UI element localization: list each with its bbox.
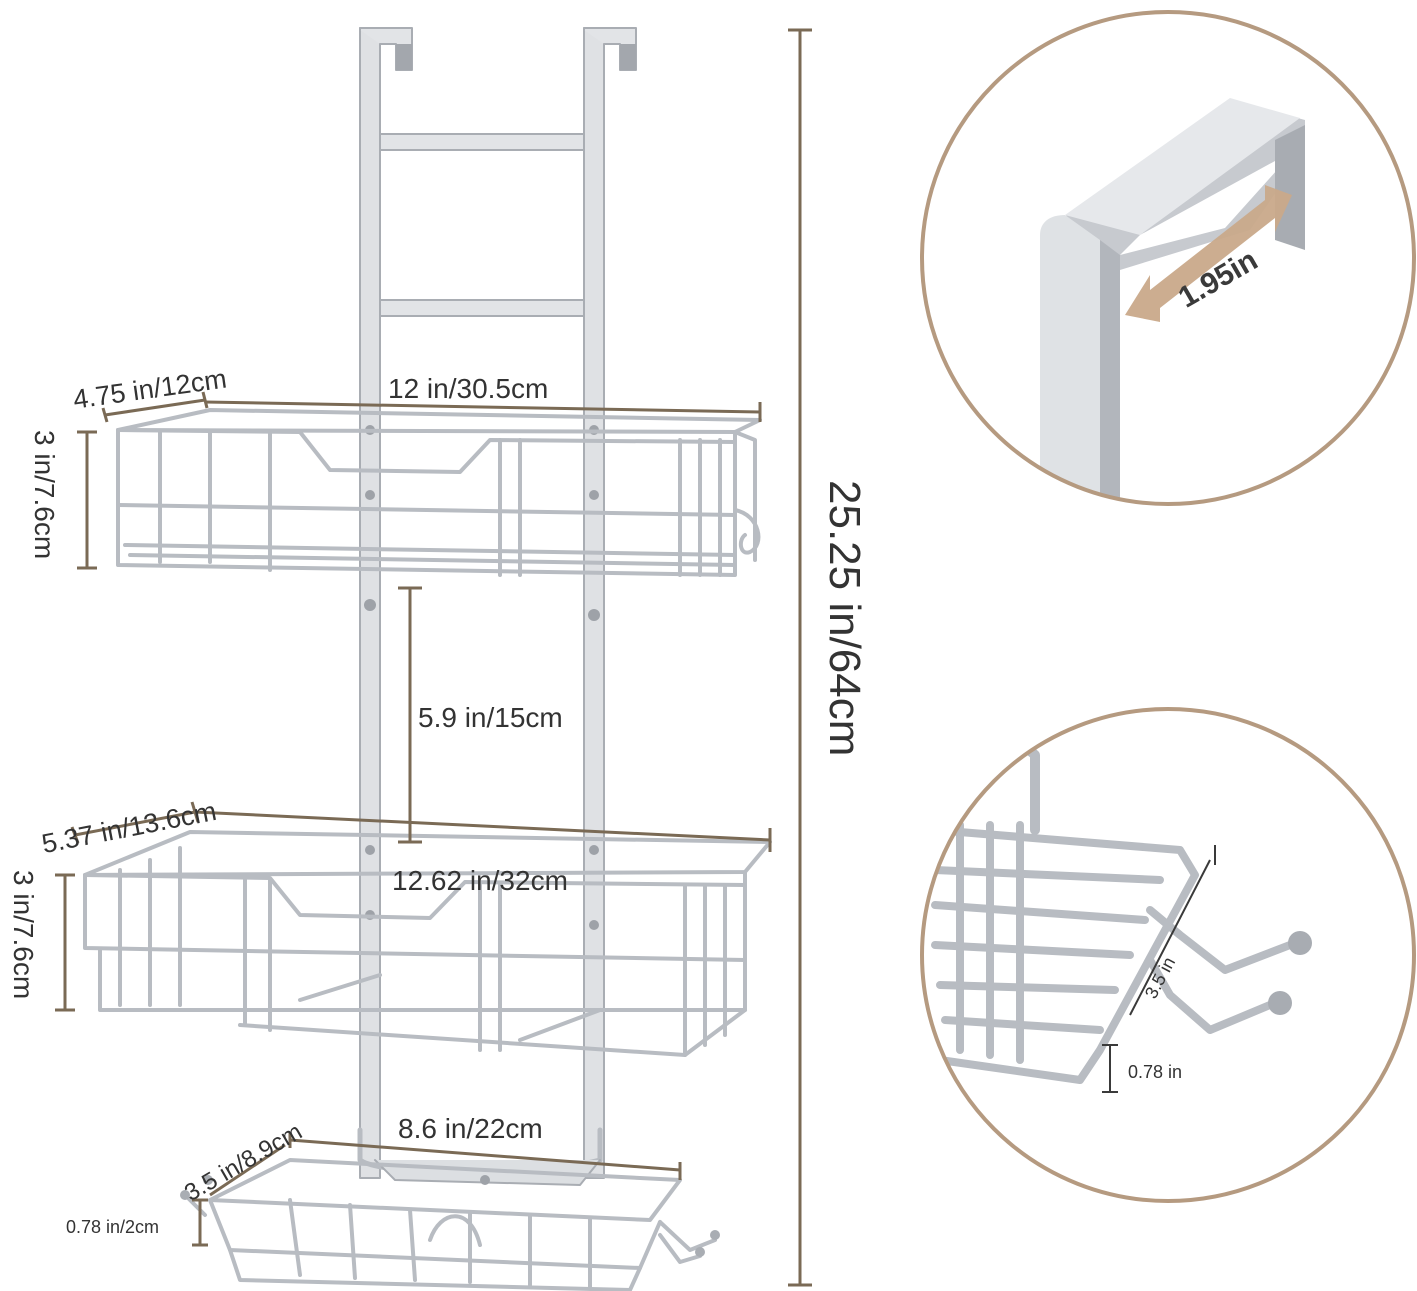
dish-height-label: 0.78 in	[1128, 1062, 1182, 1082]
dimension-labels: 4.75 in/12cm 12 in/30.5cm 3 in/7.6cm 25.…	[8, 363, 869, 1237]
top-height-label: 3 in/7.6cm	[29, 430, 60, 559]
middle-width-label: 12.62 in/32cm	[392, 865, 568, 896]
middle-height-label: 3 in/7.6cm	[8, 870, 39, 999]
door-hook-icon	[1040, 98, 1305, 504]
top-width-label: 12 in/30.5cm	[388, 373, 548, 404]
shower-caddy	[83, 27, 772, 1291]
bottom-inner-width-label: 8.6 in/22cm	[398, 1113, 543, 1144]
soap-dish-hooks-icon	[931, 741, 1312, 1084]
bottom-height-label: 0.78 in/2cm	[66, 1217, 159, 1237]
hook-width-arrow	[1125, 185, 1292, 322]
zoom-soap-dish: 3.5 in 0.78 in	[920, 707, 1416, 1203]
frame-rails	[359, 27, 637, 1179]
dimension-lines	[55, 28, 812, 1287]
gap-label: 5.9 in/15cm	[418, 702, 563, 733]
dish-dimension-lines	[1102, 845, 1216, 1093]
bottom-soap-dish	[180, 1127, 720, 1291]
top-basket	[116, 408, 762, 577]
middle-depth-label: 5.37 in/13.6cm	[39, 796, 219, 859]
total-height-label: 25.25 in/64cm	[820, 480, 869, 756]
zoom-door-hook: 1.95in	[920, 10, 1416, 506]
